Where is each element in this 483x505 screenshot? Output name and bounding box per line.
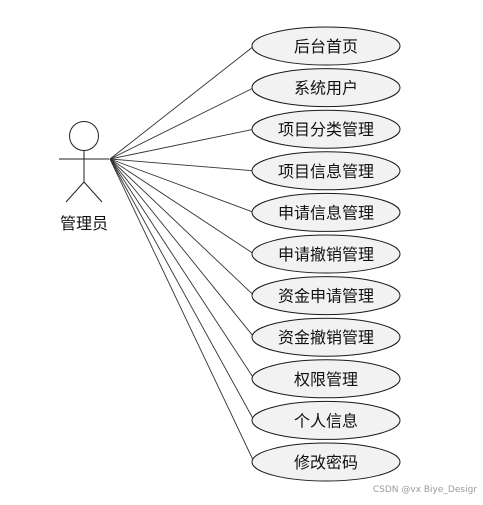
association-line xyxy=(109,45,255,160)
use-case-ellipse xyxy=(251,109,401,149)
use-case-ellipse xyxy=(251,192,401,232)
use-case-label: 修改密码 xyxy=(294,453,358,472)
use-case: 项目信息管理 xyxy=(251,151,401,191)
use-case-list: 后台首页系统用户项目分类管理项目信息管理申请信息管理申请撤销管理资金申请管理资金… xyxy=(251,26,401,482)
use-case: 申请撤销管理 xyxy=(251,234,401,274)
association-line xyxy=(109,128,255,160)
actor-right-leg xyxy=(83,181,103,203)
actor-admin: 管理员 xyxy=(59,121,109,233)
association-line xyxy=(109,158,255,172)
association-line xyxy=(109,158,255,380)
use-case-label: 系统用户 xyxy=(294,79,358,98)
use-case-label: 项目分类管理 xyxy=(278,120,374,139)
association-line xyxy=(109,158,255,296)
use-case-ellipse xyxy=(251,276,401,316)
stick-figure-actor-icon xyxy=(59,121,109,203)
actor-head xyxy=(69,121,99,151)
use-case-label: 资金申请管理 xyxy=(278,287,374,306)
use-case: 资金申请管理 xyxy=(251,276,401,316)
use-case-label: 后台首页 xyxy=(294,37,358,56)
use-case-label: 权限管理 xyxy=(294,370,358,389)
use-case-ellipse xyxy=(251,68,401,108)
use-case-label: 项目信息管理 xyxy=(278,162,374,181)
watermark: CSDN @vx Biye_Desigr xyxy=(372,485,477,495)
use-case-ellipse xyxy=(251,234,401,274)
use-case-ellipse xyxy=(251,317,401,357)
use-case: 后台首页 xyxy=(251,26,401,66)
use-case-ellipse xyxy=(251,442,401,482)
use-case-ellipse xyxy=(251,151,401,191)
use-case: 个人信息 xyxy=(251,400,401,440)
association-line xyxy=(109,158,255,338)
use-case: 申请信息管理 xyxy=(251,192,401,232)
use-case: 修改密码 xyxy=(251,442,401,482)
actor-name: 管理员 xyxy=(60,214,108,233)
association-line xyxy=(109,158,255,213)
use-case-label: 申请信息管理 xyxy=(278,203,374,222)
use-case-label: 资金撤销管理 xyxy=(278,328,374,347)
use-case-ellipse xyxy=(251,26,401,66)
use-case-ellipse xyxy=(251,359,401,399)
association-line xyxy=(109,158,255,421)
use-case-ellipse xyxy=(251,400,401,440)
use-case: 资金撤销管理 xyxy=(251,317,401,357)
association-line xyxy=(109,87,255,160)
use-case-label: 申请撤销管理 xyxy=(278,245,374,264)
association-line xyxy=(109,158,255,255)
use-case: 系统用户 xyxy=(251,68,401,108)
actor-left-leg xyxy=(65,181,85,203)
use-case: 项目分类管理 xyxy=(251,109,401,149)
association-line xyxy=(109,158,255,463)
use-case: 权限管理 xyxy=(251,359,401,399)
use-case-label: 个人信息 xyxy=(294,411,358,430)
association-lines xyxy=(109,45,255,463)
